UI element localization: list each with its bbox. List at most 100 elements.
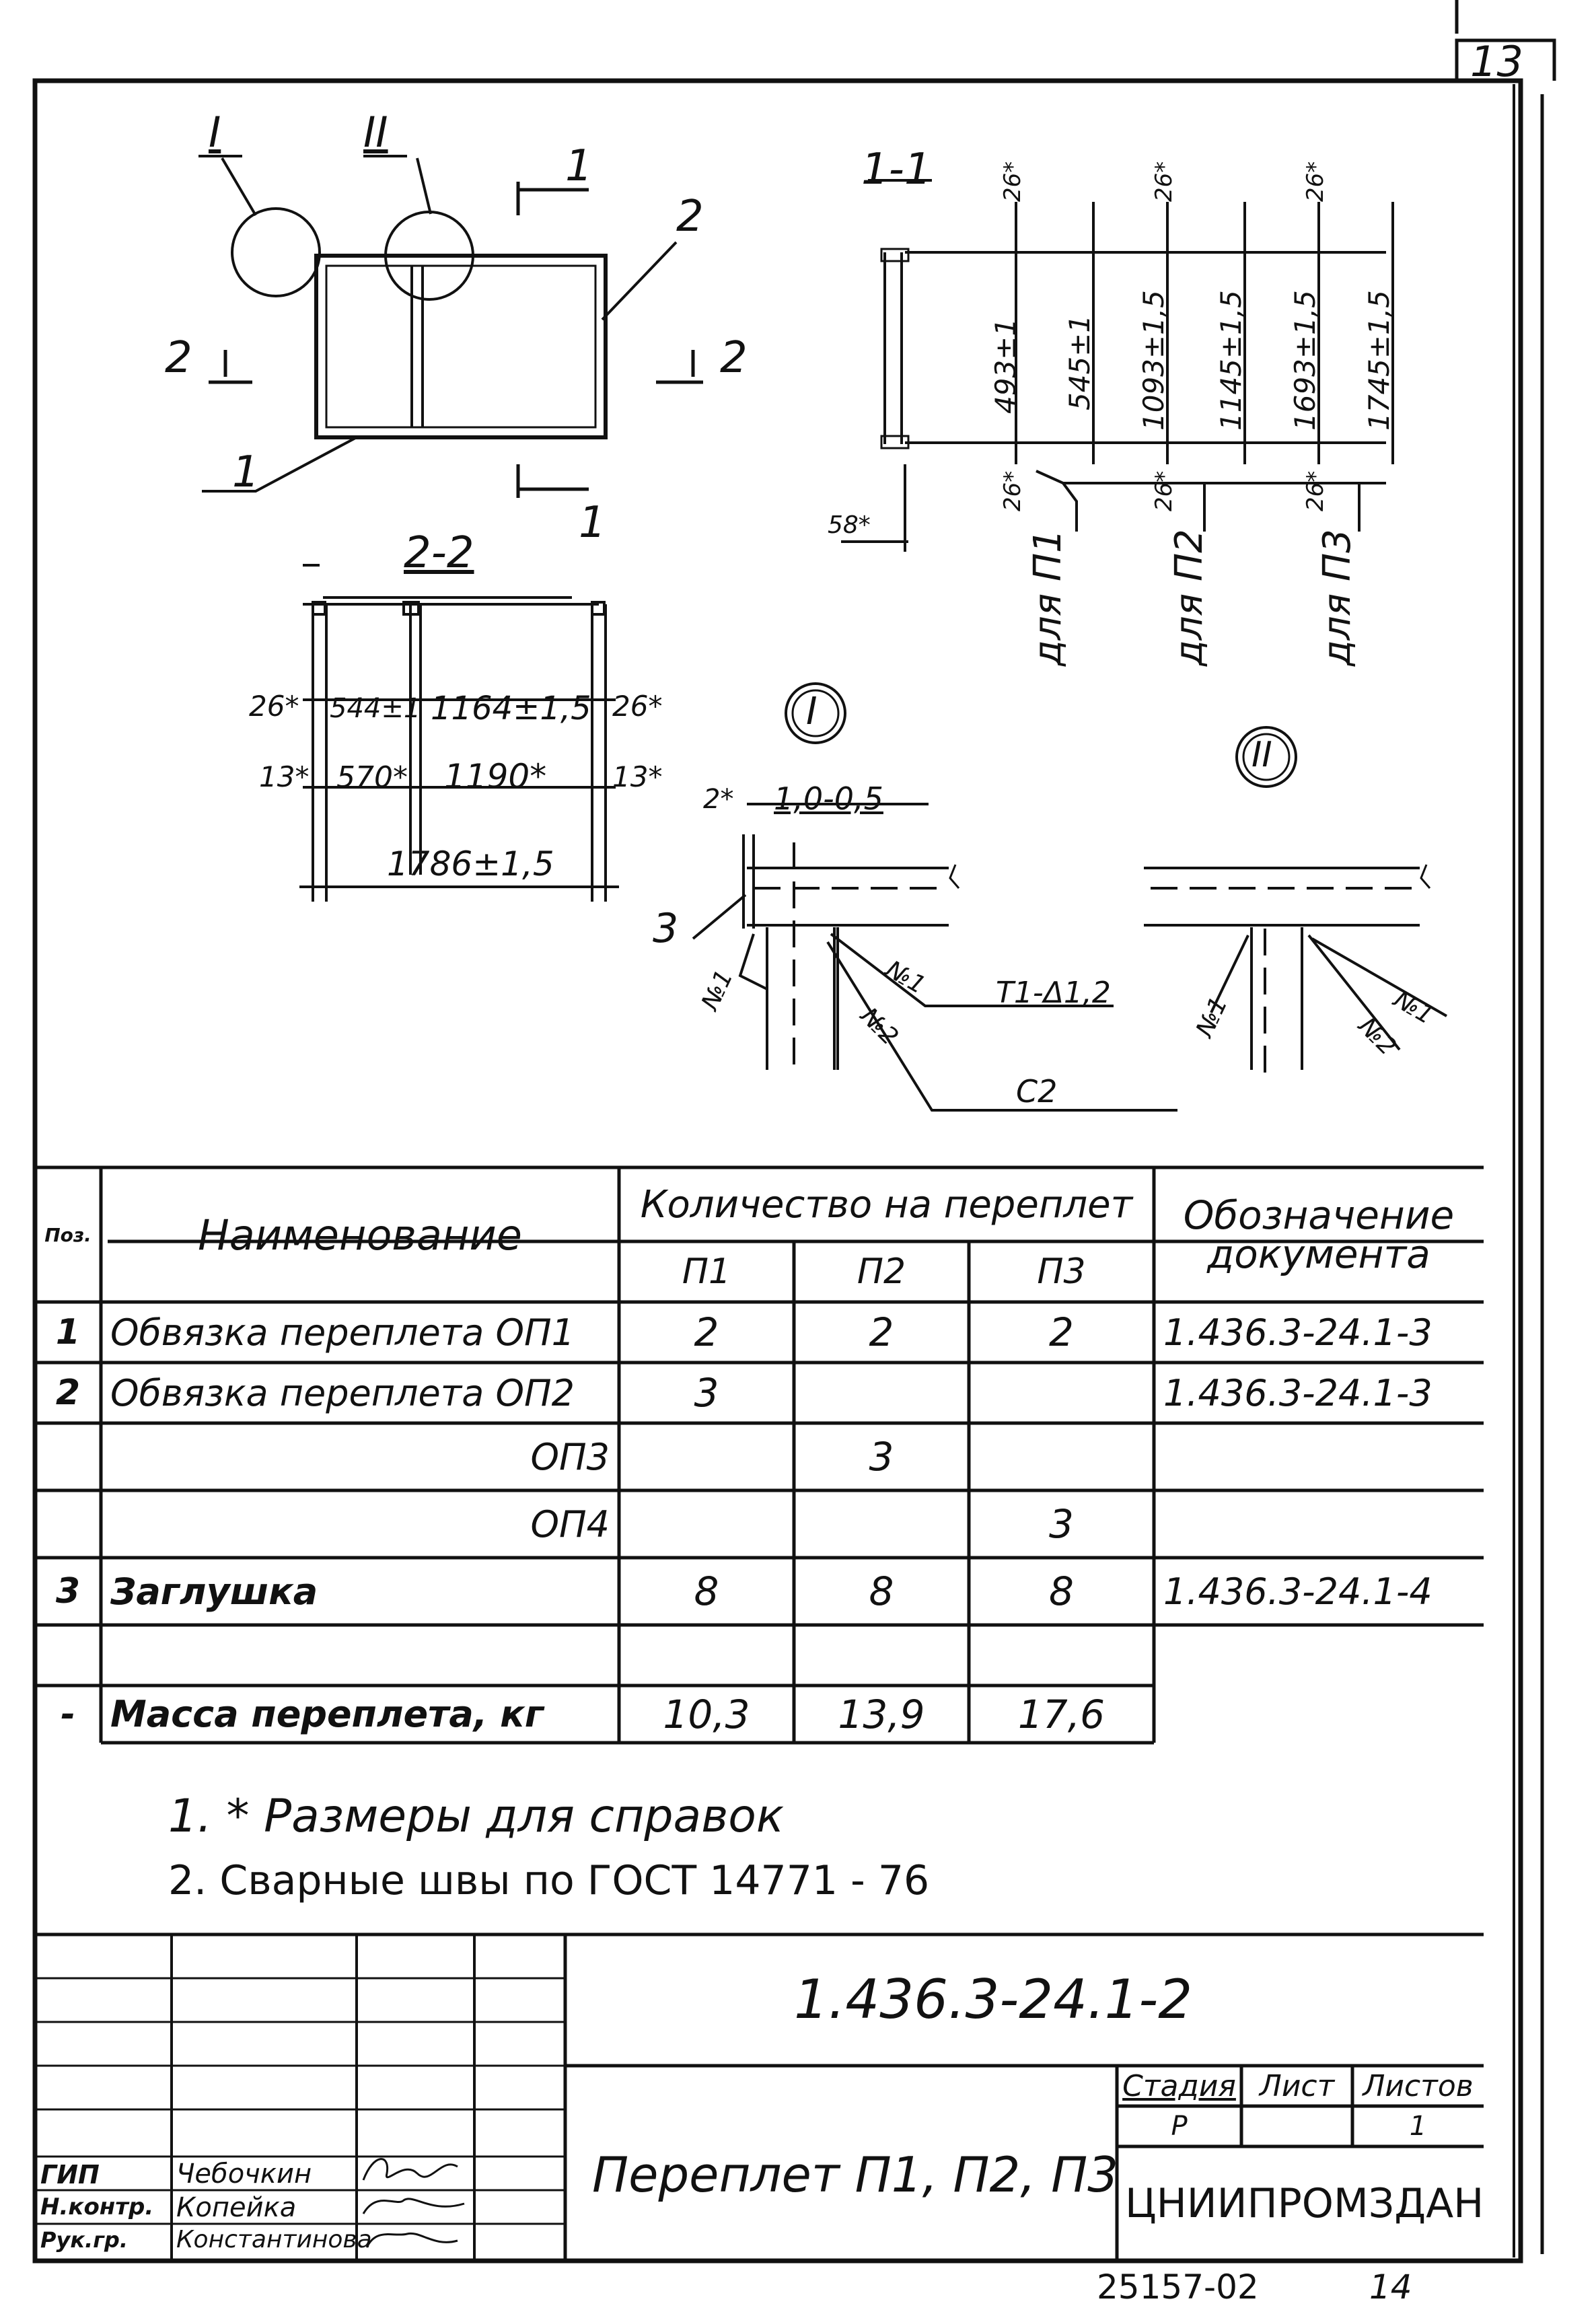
sheet-label: Лист — [1259, 2068, 1335, 2103]
table-cell-p2 — [794, 1490, 969, 1558]
dim-1-1-v-4: 1145±1,5 — [1214, 290, 1247, 431]
detail-1-dim-small: 2* — [703, 784, 734, 815]
dim-2-2-r1-1: 26* — [249, 690, 299, 723]
table-cell-p1 — [619, 1490, 794, 1558]
dim-1-1-offset: 58* — [828, 511, 871, 539]
pos-label-1: 1 — [232, 447, 260, 497]
label-for-p2: для П2 — [1167, 529, 1211, 666]
label-for-p1: для П1 — [1026, 529, 1070, 666]
detail-1-weld-spec: Т1-Δ1,2 — [996, 976, 1111, 1010]
note-2: 2. Сварные швы по ГОСТ 14771 - 76 — [168, 1857, 930, 1904]
table-cell-p1: 10,3 — [663, 1691, 750, 1737]
detail-2-title: II — [1252, 735, 1272, 775]
organization: ЦНИИПРОМЗДАНИЙ — [1125, 2180, 1484, 2227]
section-2-2-title: 2-2 — [404, 528, 474, 578]
table-cell-name — [101, 1625, 619, 1686]
dim-2-2-r2-2: 570* — [336, 760, 408, 795]
dim-1-1-top-3: 26* — [1302, 161, 1329, 202]
table-header-qty: Количество на переплет — [640, 1182, 1133, 1227]
note-1: 1. * Размеры для справок — [168, 1790, 784, 1843]
dim-1-1-top-2: 26* — [1151, 161, 1177, 202]
table-cell-p1: 8 — [694, 1568, 719, 1614]
dim-1-1-bottom-3: 26* — [1302, 470, 1329, 511]
table-cell-p3: 2 — [1049, 1309, 1074, 1355]
table-cell-name: ОП3 — [530, 1435, 610, 1478]
dim-1-1-top-1: 26* — [999, 161, 1026, 202]
dim-1-1-v-3: 1093±1,5 — [1137, 290, 1170, 431]
table-cell-p2 — [794, 1625, 969, 1686]
table-cell-doc — [1154, 1490, 1484, 1558]
table-cell-pos — [35, 1625, 101, 1686]
dim-2-2-r2-3: 1190* — [444, 757, 547, 796]
table-cell-p1 — [619, 1625, 794, 1686]
dim-2-2-r1-3: 1164±1,5 — [431, 690, 591, 727]
table-header-p3: П3 — [1037, 1252, 1086, 1292]
table-cell-name: ОП4 — [530, 1503, 610, 1546]
frame-plan-view — [314, 254, 608, 439]
table-cell-p3 — [969, 1625, 1154, 1686]
spec-table-lines — [35, 1165, 1484, 1745]
name-1: Чебочкин — [176, 2159, 312, 2190]
table-cell-p3 — [969, 1423, 1154, 1490]
pos-label-3: 3 — [653, 905, 679, 952]
view-label-right: 2 — [720, 333, 748, 383]
table-cell-pos — [35, 1423, 101, 1490]
table-header-pos: Поз. — [44, 1223, 92, 1246]
section-2-2 — [299, 564, 619, 902]
table-header-p1: П1 — [682, 1252, 731, 1292]
cut-label-top: 1 — [565, 141, 593, 191]
document-code: 1.436.3-24.1-2 — [794, 1968, 1193, 2031]
dim-2-2-r2-4: 13* — [612, 760, 663, 793]
signature-1 — [362, 2158, 458, 2181]
page-number: 14 — [1369, 2268, 1412, 2307]
table-cell-pos: 1 — [55, 1312, 81, 1352]
dim-1-1-v-1: 493±1 — [989, 318, 1022, 414]
stage-label: Стадия — [1122, 2068, 1236, 2103]
table-cell-p3: 3 — [1049, 1501, 1074, 1547]
table-cell-p1: 2 — [694, 1309, 719, 1355]
title-block-lines — [35, 1932, 1484, 2261]
stage-value: Р — [1171, 2111, 1188, 2142]
pos-label-2: 2 — [676, 192, 704, 242]
dim-1-1-v-5: 1693±1,5 — [1289, 290, 1321, 431]
table-cell-p2: 2 — [869, 1309, 894, 1355]
table-cell-name: Обвязка переплета ОП1 — [110, 1311, 575, 1354]
dim-1-1-bottom-2: 26* — [1151, 470, 1177, 511]
detail-1-dim-gap: 1,0-0,5 — [774, 781, 883, 817]
dim-2-2-r2-1: 13* — [259, 760, 310, 793]
dim-2-2-r1-2: 544±1 — [330, 693, 421, 724]
role-2: Н.контр. — [40, 2194, 154, 2220]
detail-1-title: I — [806, 690, 818, 733]
table-cell-p2: 8 — [869, 1568, 894, 1614]
table-cell-doc: 1.436.3-24.1-3 — [1163, 1311, 1432, 1354]
sheet-number: 13 — [1470, 37, 1523, 86]
name-2: Копейка — [176, 2192, 297, 2223]
role-3: Рук.гр. — [40, 2227, 128, 2253]
label-for-p3: для П3 — [1315, 529, 1359, 666]
section-1-1 — [841, 179, 1394, 552]
table-cell-p1 — [619, 1423, 794, 1490]
detail-1-weld-type: С2 — [1016, 1073, 1058, 1110]
detail-2 — [1144, 864, 1447, 1077]
dim-2-2-r1-4: 26* — [612, 690, 663, 723]
document-name: Переплет П1, П2, П3 — [592, 2146, 1119, 2203]
signature-3 — [365, 2232, 458, 2248]
dim-2-2-total: 1786±1,5 — [387, 844, 554, 883]
section-1-1-title: 1-1 — [861, 145, 932, 194]
table-cell-p3: 8 — [1049, 1568, 1074, 1614]
table-header-doc: Обозначение документа — [1183, 1192, 1455, 1277]
dim-1-1-v-6: 1745±1,5 — [1363, 290, 1395, 431]
table-cell-name: Масса переплета, кг — [110, 1693, 544, 1735]
view-label-left: 2 — [165, 333, 192, 383]
table-cell-doc — [1154, 1625, 1484, 1686]
table-cell-pos: 3 — [55, 1571, 81, 1612]
table-cell-pos — [35, 1490, 101, 1558]
callout-circle-1 — [231, 207, 321, 297]
table-cell-doc — [1154, 1686, 1484, 1743]
sheets-value: 1 — [1409, 2111, 1427, 2142]
table-cell-p2: 13,9 — [838, 1691, 925, 1737]
table-cell-pos: - — [61, 1694, 75, 1735]
detail-1 — [692, 803, 1177, 1112]
cut-label-bottom: 1 — [579, 498, 606, 548]
